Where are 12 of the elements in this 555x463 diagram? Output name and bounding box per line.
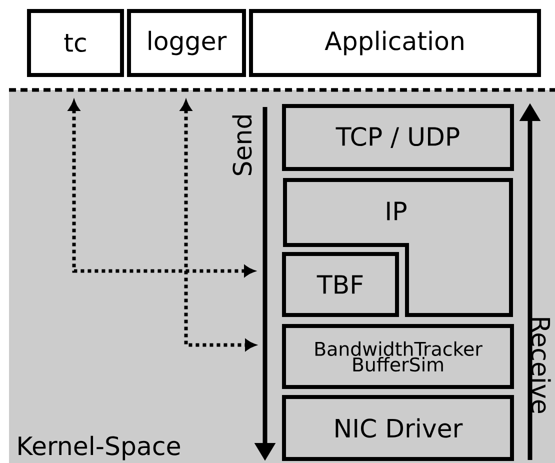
connector-arrow <box>180 100 256 350</box>
layer-box: TBF <box>282 252 399 317</box>
arrow-label: Send <box>232 116 252 176</box>
connector-arrow <box>68 100 254 276</box>
layer-box: BandwidthTracker BufferSim <box>282 324 514 389</box>
region-label: Kernel-Space <box>18 436 180 460</box>
arrow-label: Receive <box>531 318 551 413</box>
tool-box: logger <box>127 9 246 77</box>
layer-box: TCP / UDP <box>282 104 514 171</box>
application-box: Application <box>249 9 541 77</box>
layer-box: NIC Driver <box>282 395 514 461</box>
tool-box: tc <box>27 9 124 77</box>
